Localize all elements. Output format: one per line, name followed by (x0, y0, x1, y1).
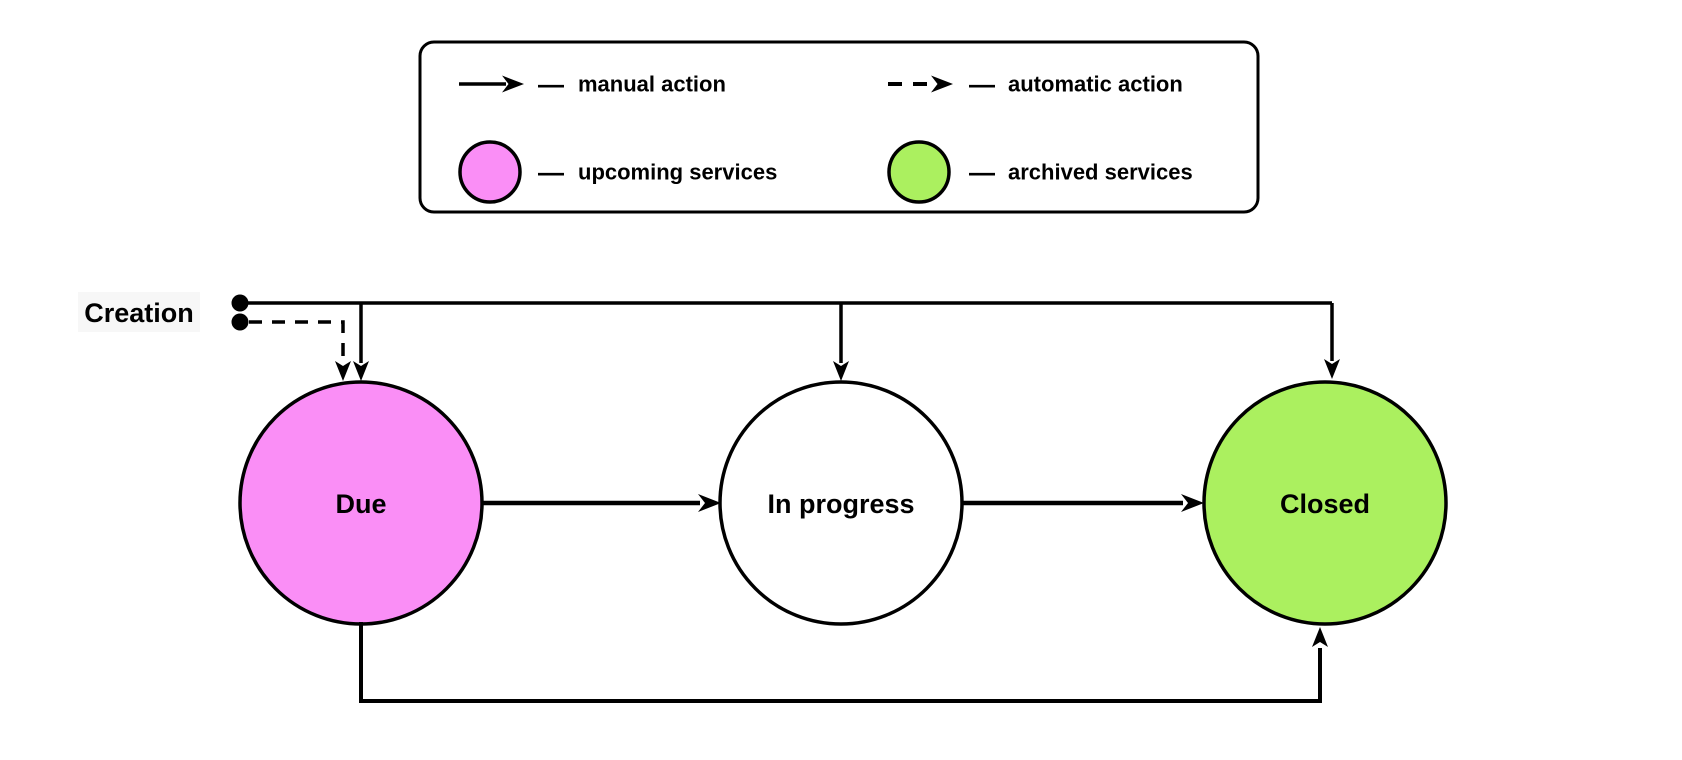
edge-creation-to-closed-head (1324, 359, 1340, 379)
archived-services-circle-icon (887, 140, 951, 204)
legend-item-archived-services: — archived services (887, 140, 1193, 204)
legend-separator: — (538, 69, 564, 99)
edge-creation-to-due-automatic-head (335, 361, 351, 381)
legend-label-automatic-action: automatic action (1008, 72, 1183, 97)
legend-separator: — (969, 157, 995, 187)
edges-from-creation (240, 301, 1340, 381)
legend-box (418, 40, 1260, 214)
nodes: Due In progress Closed (238, 380, 1448, 626)
creation-label: Creation (84, 298, 194, 328)
edge-creation-to-due-automatic (249, 320, 345, 360)
legend-separator: — (969, 69, 995, 99)
in-progress-state-label: In progress (767, 489, 914, 519)
dashed-arrow-head-icon (931, 75, 953, 93)
node-closed: Closed (1202, 380, 1448, 626)
edge-creation-to-due-manual-head (353, 361, 369, 381)
legend-separator: — (538, 157, 564, 187)
legend-label-upcoming-services: upcoming services (578, 160, 777, 185)
closed-state-label: Closed (1280, 489, 1370, 519)
legend-label-manual-action: manual action (578, 72, 726, 97)
edge-due-to-inprogress-head (698, 494, 721, 512)
node-due: Due (238, 380, 484, 626)
legend-item-manual-action: — manual action (459, 69, 726, 99)
solid-arrow-head-icon (502, 75, 524, 93)
creation-source: Creation (78, 292, 249, 332)
creation-label-background (78, 292, 200, 332)
node-in-progress: In progress (718, 380, 964, 626)
edge-due-to-closed (359, 622, 1322, 703)
edge-inprogress-to-closed-head (1181, 494, 1204, 512)
edges-between-states (359, 494, 1328, 703)
legend: — manual action — automatic action — upc… (418, 40, 1260, 214)
legend-label-archived-services: archived services (1008, 160, 1193, 185)
creation-automatic-origin-dot-icon (231, 313, 249, 331)
upcoming-services-circle-icon (458, 140, 522, 204)
legend-item-automatic-action: — automatic action (888, 69, 1183, 99)
due-state-label: Due (335, 489, 386, 519)
edge-creation-to-inprogress-head (833, 361, 849, 381)
edge-due-to-closed-head (1312, 627, 1328, 647)
legend-item-upcoming-services: — upcoming services (458, 140, 777, 204)
